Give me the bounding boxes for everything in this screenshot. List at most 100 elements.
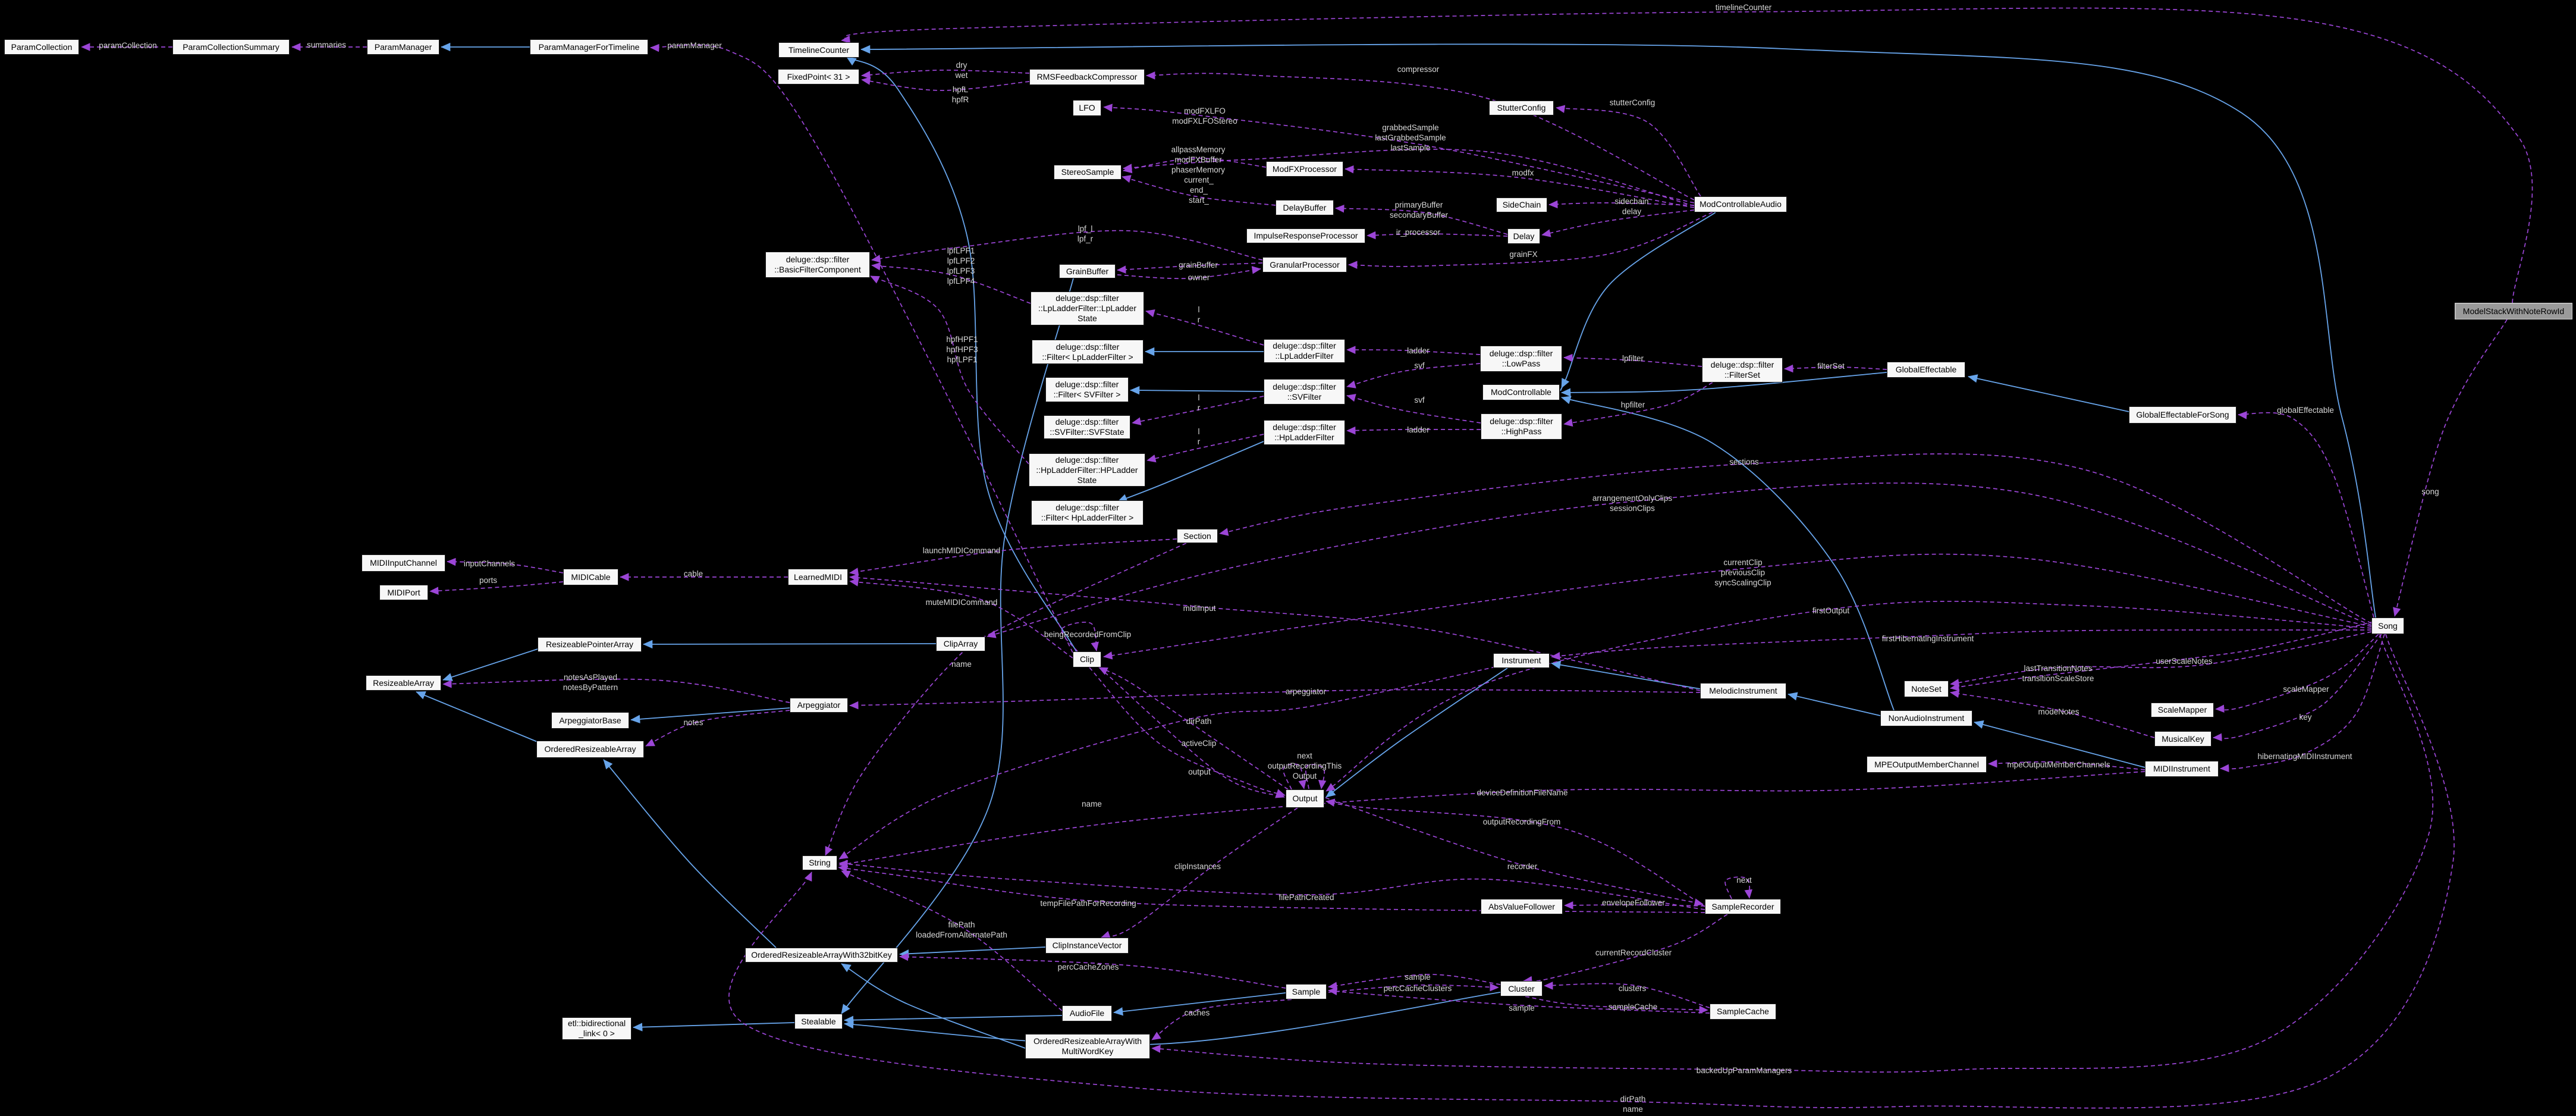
node-midiport[interactable]: MIDIPort (379, 585, 428, 600)
node-granular-processor[interactable]: GranularProcessor (1262, 257, 1347, 272)
node-high-pass[interactable]: deluge::dsp::filter::HighPass (1481, 413, 1562, 440)
node-learned-midi[interactable]: LearnedMIDI (788, 569, 848, 585)
usage-edge (1724, 876, 1753, 899)
node-abs-value-follower[interactable]: AbsValueFollower (1481, 899, 1563, 914)
node-string[interactable]: String (802, 855, 837, 870)
node-etl-bidirectional-link[interactable]: etl::bidirectional_link< 0 > (562, 1017, 632, 1040)
node-midiinstrument[interactable]: MIDIInstrument (2145, 761, 2219, 777)
edge-label: paramCollection (99, 41, 157, 50)
node-label: ClipInstanceVector (1052, 941, 1122, 950)
node-cluster[interactable]: Cluster (1500, 981, 1543, 996)
node-filter-hp-ladder[interactable]: deluge::dsp::filter::Filter< HpLadderFil… (1031, 500, 1144, 525)
node-timeline-counter[interactable]: TimelineCounter (778, 42, 859, 58)
usage-edge (645, 710, 790, 747)
node-low-pass[interactable]: deluge::dsp::filter::LowPass (1480, 346, 1562, 372)
node-resizeable-pointer-array[interactable]: ResizeablePointerArray (538, 637, 642, 652)
node-clip-array[interactable]: ClipArray (936, 637, 985, 651)
node-output[interactable]: Output (1286, 789, 1324, 808)
node-clip-instance-vector[interactable]: ClipInstanceVector (1045, 938, 1129, 954)
node-stealable[interactable]: Stealable (794, 1014, 843, 1029)
node-label: deluge::dsp::filter (1055, 417, 1119, 427)
node-section[interactable]: Section (1177, 529, 1218, 543)
node-midiinput-channel[interactable]: MIDIInputChannel (362, 554, 445, 572)
edge-label: grainBuffer (1179, 261, 1218, 269)
node-mod-controllable[interactable]: ModControllable (1482, 384, 1560, 400)
node-hp-ladder-filter[interactable]: deluge::dsp::filter::HpLadderFilter (1264, 420, 1345, 445)
node-arpeggiator-base[interactable]: ArpeggiatorBase (551, 712, 629, 729)
usage-edge (447, 557, 564, 573)
node-lp-ladder-filter[interactable]: deluge::dsp::filter::LpLadderFilter (1264, 339, 1345, 363)
node-melodic-instrument[interactable]: MelodicInstrument (1700, 683, 1786, 699)
node-label: NonAudioInstrument (1888, 713, 1965, 723)
edge-label: stutterConfig (1609, 98, 1655, 107)
edge-label: userScaleNotes (2156, 657, 2213, 666)
node-mod-controllable-audio[interactable]: ModControllableAudio (1694, 196, 1787, 212)
edge-label: lpfilter (1622, 354, 1644, 363)
node-svfilter[interactable]: deluge::dsp::filter::SVFilter (1264, 379, 1345, 405)
inheritance-edge (442, 648, 538, 682)
node-audio-file[interactable]: AudioFile (1062, 1005, 1112, 1021)
usage-edge (1146, 434, 1264, 463)
usage-edge (1099, 667, 1285, 798)
node-mod-fxprocessor[interactable]: ModFXProcessor (1266, 161, 1343, 177)
node-fixed-point31[interactable]: FixedPoint< 31 > (778, 69, 859, 84)
node-clip[interactable]: Clip (1073, 651, 1101, 667)
node-sample[interactable]: Sample (1286, 984, 1327, 999)
node-param-manager-for-timeline[interactable]: ParamManagerForTimeline (530, 39, 648, 55)
node-filter-lp-ladder[interactable]: deluge::dsp::filter::Filter< LpLadderFil… (1032, 340, 1144, 364)
node-stereo-sample[interactable]: StereoSample (1054, 165, 1121, 180)
node-musical-key[interactable]: MusicalKey (2154, 731, 2211, 747)
node-lfo[interactable]: LFO (1073, 100, 1101, 116)
node-stutter-config[interactable]: StutterConfig (1489, 101, 1554, 115)
node-grain-buffer[interactable]: GrainBuffer (1059, 264, 1116, 278)
node-label: deluge::dsp::filter (1055, 380, 1119, 389)
node-lp-ladder-state[interactable]: deluge::dsp::filter::LpLadderFilter::LpL… (1031, 291, 1144, 325)
node-global-effectable[interactable]: GlobalEffectable (1887, 362, 1965, 378)
node-basic-filter-component[interactable]: deluge::dsp::filter::BasicFilterComponen… (765, 252, 870, 278)
node-svfstate[interactable]: deluge::dsp::filter::SVFilter::SVFState (1044, 415, 1130, 439)
usage-edge (1219, 453, 2372, 624)
node-delay[interactable]: Delay (1507, 228, 1540, 244)
node-sample-recorder[interactable]: SampleRecorder (1705, 899, 1781, 914)
node-instrument[interactable]: Instrument (1493, 653, 1550, 668)
node-label: GranularProcessor (1270, 259, 1340, 269)
usage-edge (838, 771, 2145, 868)
node-arpeggiator[interactable]: Arpeggiator (790, 698, 848, 713)
node-global-effectable-for-song[interactable]: GlobalEffectableForSong (2129, 406, 2236, 424)
edge-label: sidechain delay (1614, 197, 1649, 216)
node-filter-svf[interactable]: deluge::dsp::filter::Filter< SVFilter > (1045, 377, 1129, 402)
node-mpeoutput-member-channel[interactable]: MPEOutputMemberChannel (1867, 756, 1987, 773)
node-rmsfeedback-compressor[interactable]: RMSFeedbackCompressor (1029, 69, 1145, 85)
node-param-collection-summary[interactable]: ParamCollectionSummary (172, 39, 290, 55)
edge-label: hibernatingMIDIInstrument (2257, 752, 2352, 761)
node-non-audio-instrument[interactable]: NonAudioInstrument (1880, 710, 1972, 726)
edge-label: filePath loadedFromAlternatePath (916, 920, 1007, 939)
node-midicable[interactable]: MIDICable (563, 569, 618, 585)
node-param-manager[interactable]: ParamManager (367, 39, 439, 55)
node-label: ::HpLadderFilter (1274, 432, 1334, 442)
node-impulse-response-processor[interactable]: ImpulseResponseProcessor (1246, 228, 1365, 243)
node-param-collection[interactable]: ParamCollection (4, 39, 79, 55)
node-note-set[interactable]: NoteSet (1904, 681, 1949, 697)
node-scale-mapper[interactable]: ScaleMapper (2151, 703, 2214, 717)
node-model-stack-with-note-row-id[interactable]: ModelStackWithNoteRowId (2455, 303, 2572, 319)
node-ordered-resizeable-array[interactable]: OrderedResizeableArray (536, 741, 644, 758)
node-side-chain[interactable]: SideChain (1496, 198, 1547, 212)
edge-label: inputChannels (463, 559, 516, 568)
usage-edge (1103, 104, 1695, 203)
node-oraw32bit-key[interactable]: OrderedResizeableArrayWith32bitKey (745, 948, 898, 963)
node-filter-set[interactable]: deluge::dsp::filter::FilterSet (1702, 358, 1783, 383)
node-label: ::FilterSet (1724, 370, 1760, 380)
edge-label: outputRecordingFrom (1482, 817, 1561, 826)
node-label: LFO (1079, 103, 1095, 112)
node-resizeable-array[interactable]: ResizeableArray (366, 675, 441, 691)
edge-label: output (1188, 767, 1211, 776)
node-song[interactable]: Song (2371, 617, 2404, 634)
inheritance-edge (846, 57, 1077, 652)
node-sample-cache[interactable]: SampleCache (1710, 1004, 1776, 1020)
node-delay-buffer[interactable]: DelayBuffer (1276, 200, 1334, 215)
node-hpladder-state[interactable]: deluge::dsp::filter::HpLadderFilter::HPL… (1029, 453, 1145, 487)
node-label: State (1077, 475, 1097, 485)
edge-label: lastTransitionNotes transitionScaleStore (2022, 664, 2094, 683)
